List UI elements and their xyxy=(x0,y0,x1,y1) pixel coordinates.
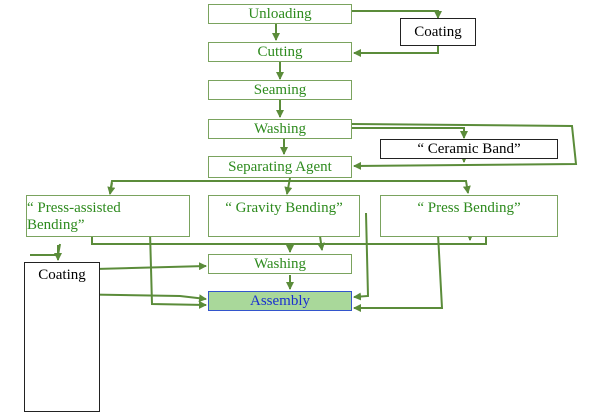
cutting-box: Cutting xyxy=(208,42,352,62)
arrow-press-assembly xyxy=(353,233,444,312)
assembly-box: Assembly xyxy=(208,291,352,311)
coating-top-label: Coating xyxy=(414,23,462,40)
washing-1-label: Washing xyxy=(253,120,307,137)
arrow-washing-loop-separating xyxy=(351,123,578,170)
arrow-bus-left xyxy=(30,243,61,256)
separating-agent-label: Separating Agent xyxy=(228,158,332,175)
ceramic-band-label: “ Ceramic Band” xyxy=(417,140,521,157)
washing-2-label: Washing xyxy=(253,255,307,272)
coating-top-box: Coating xyxy=(400,18,476,46)
unloading-label: Unloading xyxy=(248,5,312,22)
separating-agent-box: Separating Agent xyxy=(208,156,352,178)
ceramic-band-box: “ Ceramic Band” xyxy=(380,139,558,159)
washing-2-box: Washing xyxy=(208,254,352,274)
seaming-label: Seaming xyxy=(253,81,307,98)
seaming-box: Seaming xyxy=(208,80,352,100)
arrow-coating-cutting xyxy=(353,46,439,57)
press-bending-box: “ Press Bending” xyxy=(380,195,558,237)
unloading-box: Unloading xyxy=(208,4,352,24)
washing-1-box: Washing xyxy=(208,119,352,139)
arrow-unloading-coating xyxy=(352,10,442,19)
coating-left-box: Coating xyxy=(24,262,100,412)
arrow-bus-washing-2 xyxy=(317,235,325,251)
press-assisted-bending-box: “ Press-assisted Bending” xyxy=(26,195,190,237)
arrow-gravity-assembly xyxy=(353,212,370,301)
press-assisted-bending-label-2: Bending” xyxy=(27,217,85,233)
press-bending-label: “ Press Bending” xyxy=(417,200,521,216)
arrow-press-assisted-assembly xyxy=(149,231,207,309)
cutting-label: Cutting xyxy=(257,43,303,60)
arrow-separating-press-assisted xyxy=(107,182,116,195)
assembly-label: Assembly xyxy=(250,292,310,309)
coating-left-label: Coating xyxy=(38,267,86,283)
gravity-bending-label: “ Gravity Bending” xyxy=(225,200,343,216)
arrow-washing-ceramic xyxy=(352,127,468,139)
arrow-separating-gravity xyxy=(284,177,293,195)
gravity-bending-box: “ Gravity Bending” xyxy=(208,195,360,237)
press-assisted-bending-label-1: “ Press-assisted xyxy=(27,200,121,216)
